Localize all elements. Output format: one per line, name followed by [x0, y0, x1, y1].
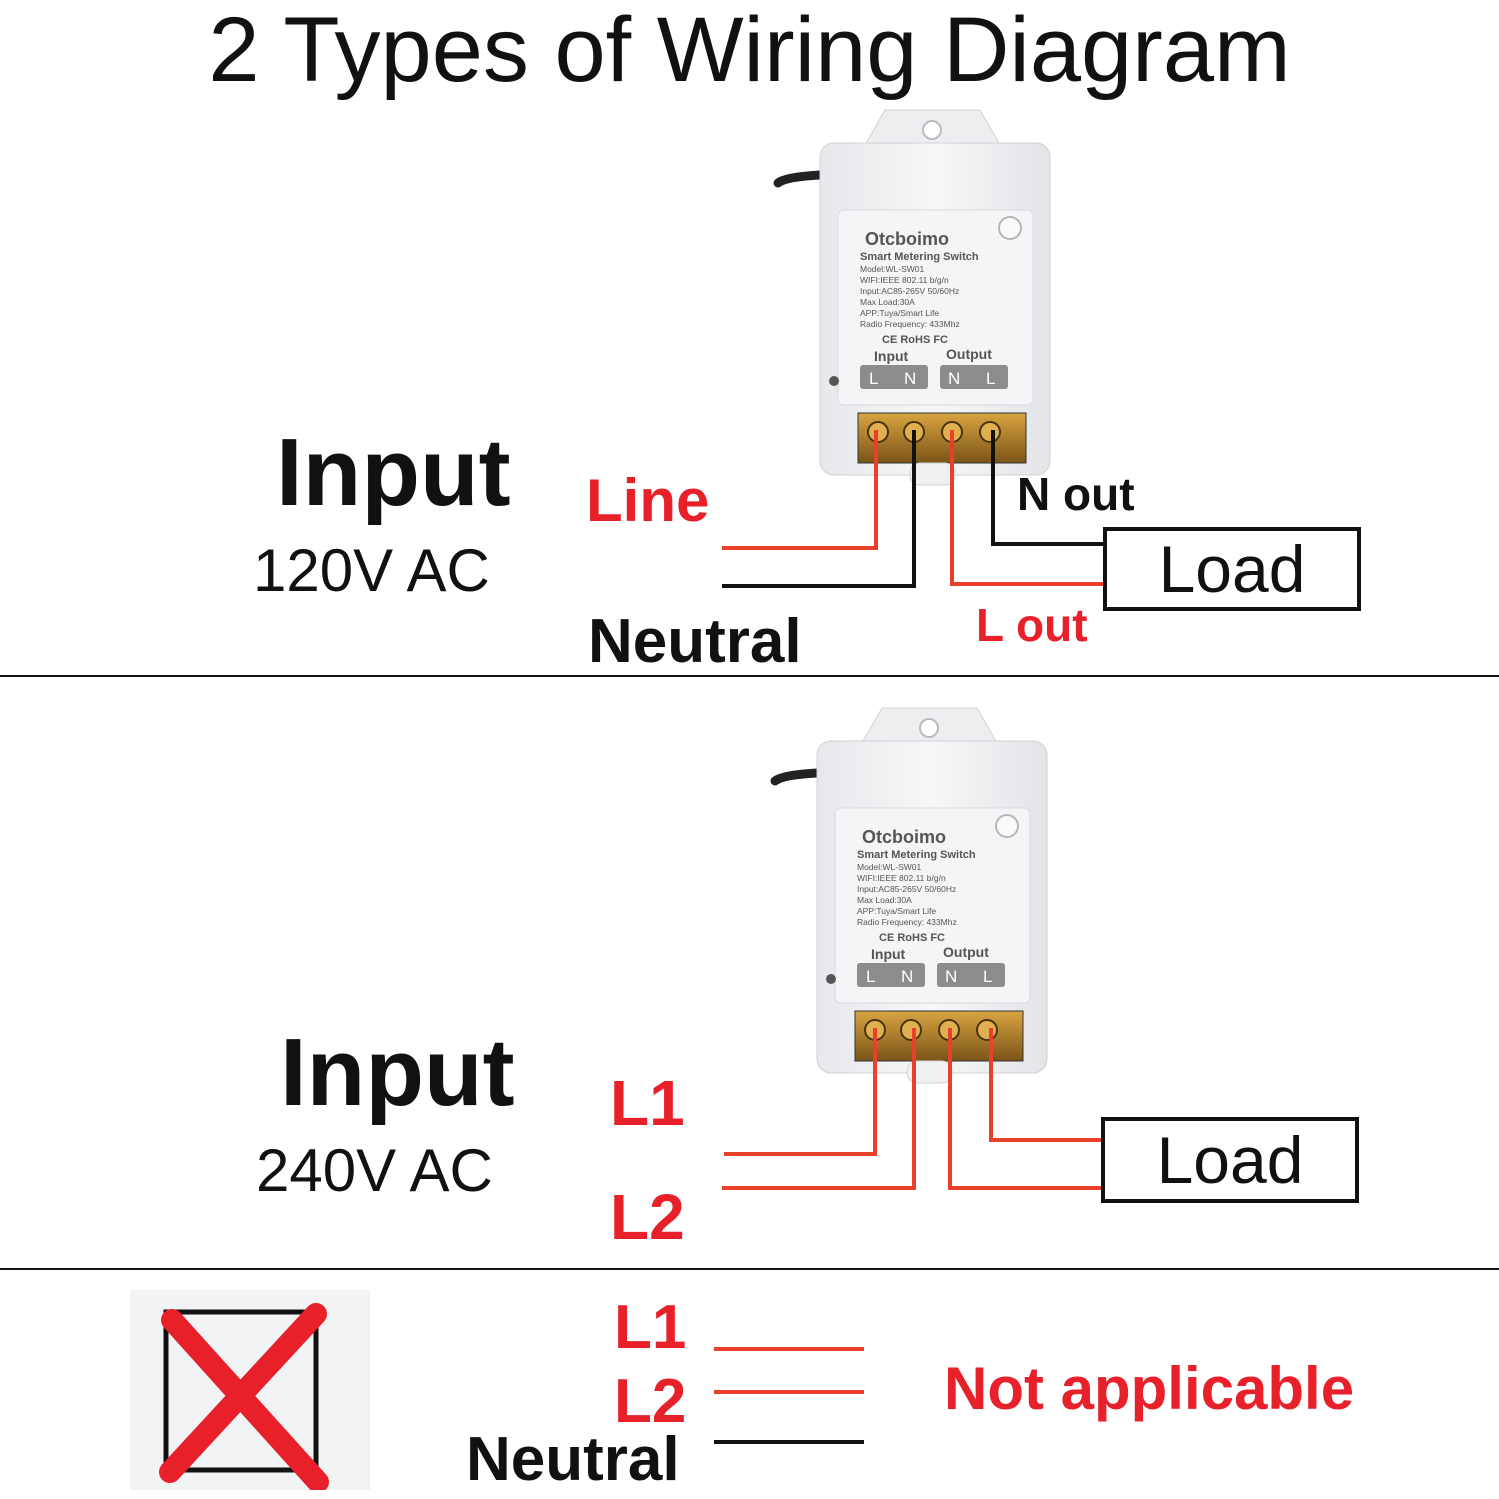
device-name: Smart Metering Switch: [860, 251, 979, 263]
not-applicable-message: Not applicable: [944, 1355, 1355, 1422]
device-spec: Model:WL-SW01: [860, 264, 925, 274]
terminal-label: L: [983, 967, 992, 986]
smart-switch-device: Otcboimo Smart Metering Switch Model:WL-…: [770, 707, 1048, 1084]
device-spec: APP:Tuya/Smart Life: [857, 906, 936, 916]
device-spec: APP:Tuya/Smart Life: [860, 308, 939, 318]
device-brand: Otcboimo: [862, 827, 946, 847]
l-out-label: L out: [976, 599, 1088, 651]
device-name: Smart Metering Switch: [857, 849, 976, 861]
device-spec: Max Load:30A: [860, 297, 915, 307]
page-title: 2 Types of Wiring Diagram: [208, 0, 1291, 101]
line-label: Line: [586, 467, 710, 534]
device-spec: Model:WL-SW01: [857, 862, 922, 872]
diagram1-voltage: 120V AC: [253, 537, 490, 604]
section-divider: [0, 1268, 1499, 1270]
device-spec: WIFI:IEEE 802.11 b/g/n: [860, 275, 949, 285]
n-out-label: N out: [1017, 468, 1135, 520]
device-output-label: Output: [946, 346, 992, 362]
terminal-label: L: [869, 369, 878, 388]
l1-label-na: L1: [614, 1293, 687, 1362]
device-spec: Input:AC85-265V 50/60Hz: [857, 884, 956, 894]
terminal-label: L: [986, 369, 995, 388]
load-box: Load: [1101, 1117, 1359, 1203]
l1-wire: [724, 1028, 877, 1156]
l-out-wire: [950, 430, 1104, 586]
diagram2-voltage: 240V AC: [256, 1137, 493, 1204]
crossed-out-box-icon: [130, 1290, 370, 1490]
device-spec: Radio Frequency: 433Mhz: [860, 319, 960, 329]
load-box: Load: [1103, 527, 1361, 611]
l1-label: L1: [610, 1067, 685, 1139]
line-wire: [722, 430, 878, 550]
device-spec: WIFI:IEEE 802.11 b/g/n: [857, 873, 946, 883]
load-wire-2: [989, 1028, 1102, 1142]
neutral-label-na: Neutral: [466, 1425, 680, 1494]
neutral-label: Neutral: [588, 607, 802, 676]
smart-switch-device: Otcboimo Smart Metering Switch Model:WL-…: [773, 109, 1051, 486]
device-brand: Otcboimo: [865, 229, 949, 249]
device-spec: Max Load:30A: [857, 895, 912, 905]
load-wire-1: [948, 1028, 1102, 1190]
device-input-label: Input: [874, 348, 909, 364]
device-input-label: Input: [871, 946, 906, 962]
cert-marks: CE RoHS FC: [879, 932, 945, 944]
diagram2-input-label: Input: [280, 1019, 515, 1126]
device-spec: Radio Frequency: 433Mhz: [857, 917, 957, 927]
terminal-label: N: [904, 369, 916, 388]
terminal-label: N: [901, 967, 913, 986]
terminal-label: L: [866, 967, 875, 986]
l2-wire: [722, 1028, 916, 1190]
l2-label-na: L2: [614, 1367, 687, 1436]
cert-marks: CE RoHS FC: [882, 334, 948, 346]
diagram1-input-label: Input: [276, 419, 511, 526]
neutral-wire: [722, 430, 916, 588]
section-divider: [0, 675, 1499, 677]
device-output-label: Output: [943, 944, 989, 960]
device-spec: Input:AC85-265V 50/60Hz: [860, 286, 959, 296]
terminal-label: N: [945, 967, 957, 986]
n-out-wire: [991, 430, 1104, 546]
terminal-label: N: [948, 369, 960, 388]
l2-label: L2: [610, 1181, 685, 1253]
